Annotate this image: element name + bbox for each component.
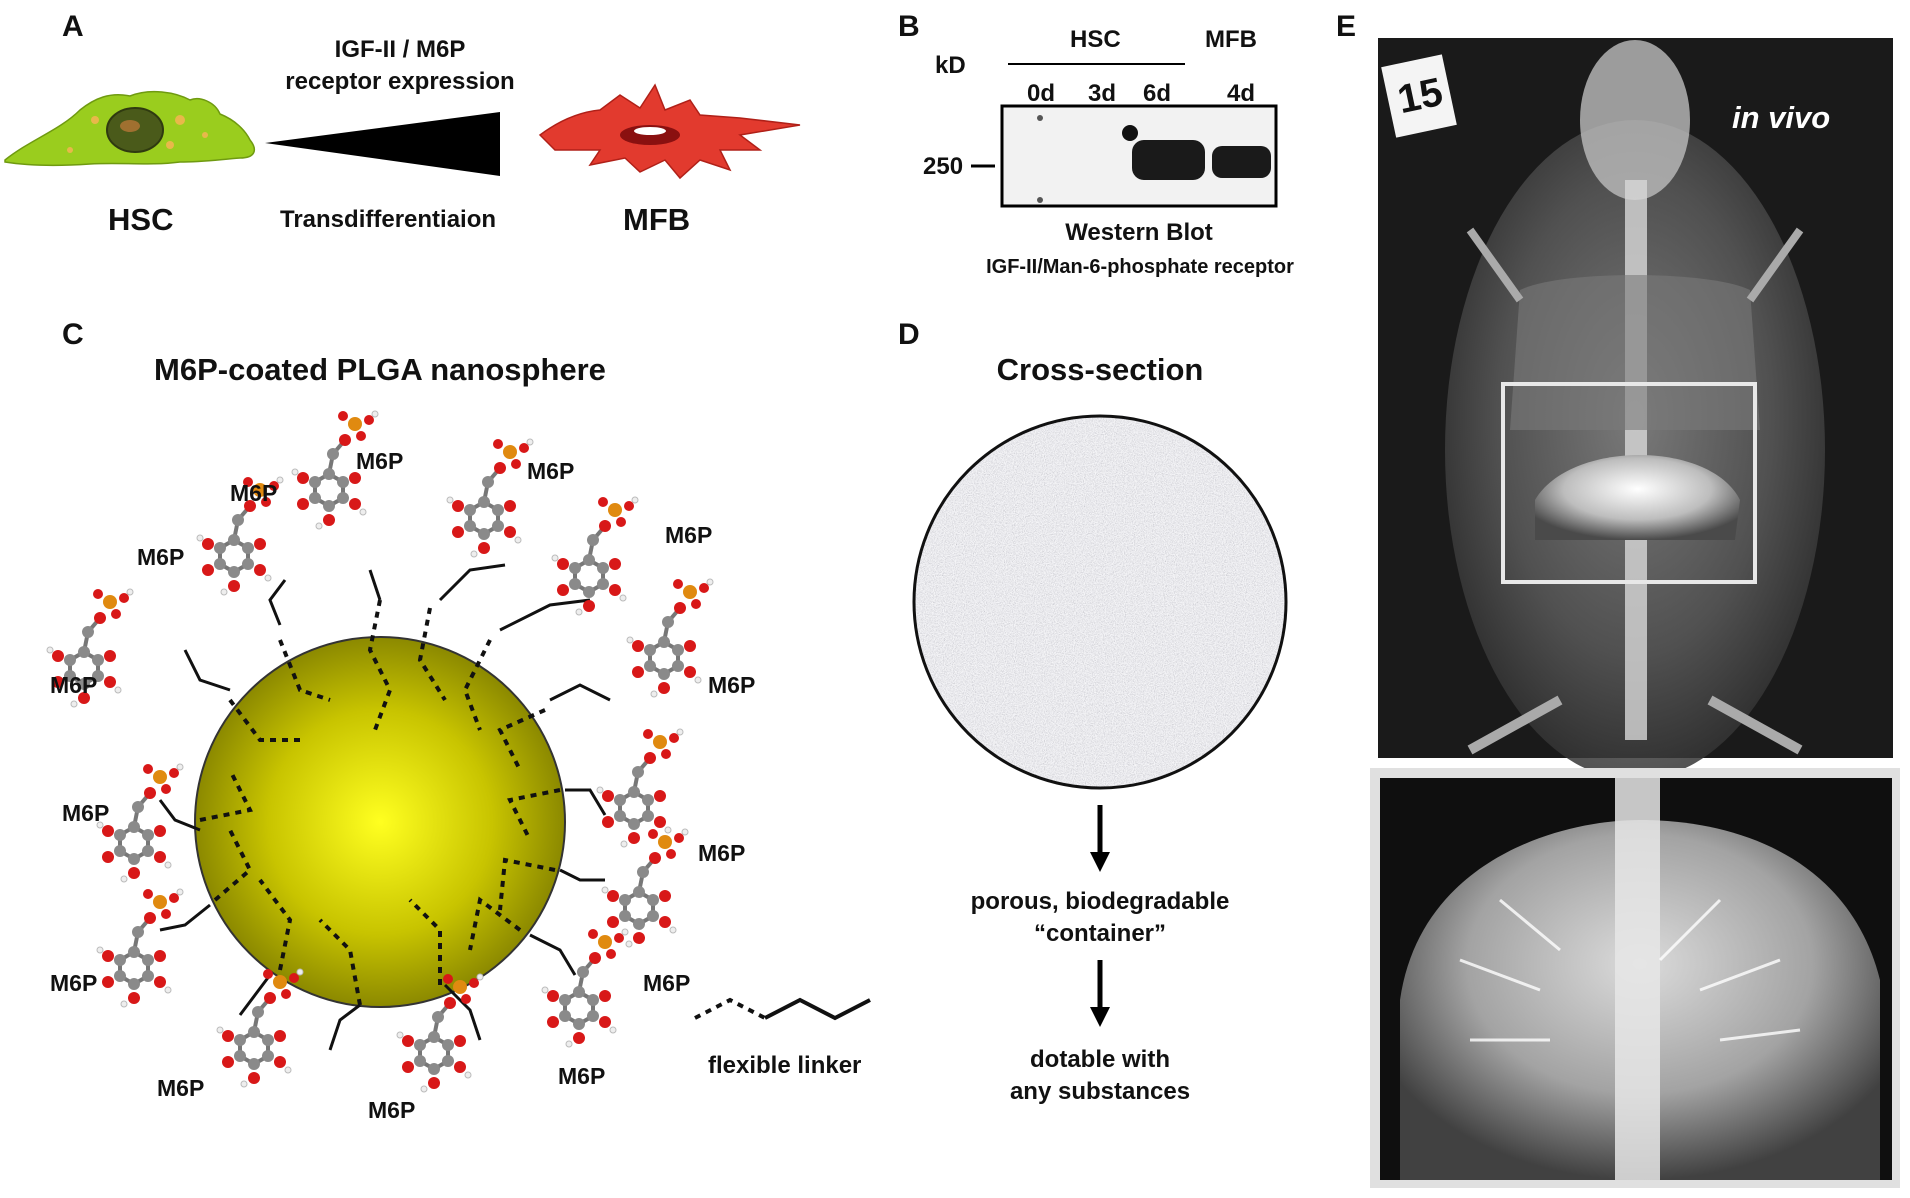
- nanosphere-title: M6P-coated PLGA nanosphere: [154, 352, 606, 387]
- m6p-label: M6P: [698, 840, 746, 866]
- process-label: Transdifferentiaion: [280, 206, 497, 233]
- arrow-label-line1: IGF-II / M6P: [334, 36, 466, 63]
- flow-arrows: [1090, 805, 1110, 1027]
- m6p-label: M6P: [157, 1075, 205, 1101]
- nanosphere: [158, 563, 871, 1051]
- m6p-label: M6P: [62, 800, 110, 826]
- lane-label: 6d: [1143, 80, 1172, 107]
- m6p-label: M6P: [356, 448, 404, 474]
- sample-tag: 15: [1393, 69, 1447, 123]
- lane-label: 4d: [1227, 80, 1256, 107]
- m6p-label: M6P: [368, 1097, 416, 1123]
- m6p-label: M6P: [230, 480, 278, 506]
- m6p-label: M6P: [50, 672, 98, 698]
- western-blot: [971, 63, 1278, 208]
- cell-label-hsc: HSC: [108, 202, 174, 237]
- panel-letter-a: A: [62, 10, 84, 43]
- cross-section-circle: [912, 414, 1288, 790]
- hsc-cell: [4, 90, 256, 167]
- m6p-label: M6P: [558, 1063, 606, 1089]
- step1-line1: porous, biodegradable: [970, 888, 1230, 915]
- cell-label-mfb: MFB: [623, 202, 691, 237]
- mfb-cell: [538, 83, 801, 180]
- marker-250: 250: [923, 153, 964, 180]
- lane-label: 0d: [1027, 80, 1056, 107]
- linker-legend-label: flexible linker: [708, 1052, 862, 1079]
- m6p-label: M6P: [527, 458, 575, 484]
- blot-subcaption: IGF-II/Man-6-phosphate receptor: [986, 256, 1294, 278]
- lane-label: 3d: [1088, 80, 1117, 107]
- kd-label: kD: [935, 52, 966, 79]
- in-vivo-label: in vivo: [1732, 100, 1831, 135]
- xray-liver-zoom: [1370, 768, 1900, 1188]
- m6p-label: M6P: [50, 970, 98, 996]
- panel-letter-e: E: [1336, 10, 1357, 43]
- step1-line2: “container”: [1033, 920, 1167, 947]
- group-label-hsc: HSC: [1070, 26, 1121, 53]
- m6p-label: M6P: [137, 544, 185, 570]
- step2-line1: dotable with: [1030, 1046, 1170, 1073]
- panel-letter-c: C: [62, 318, 84, 351]
- group-label-mfb: MFB: [1205, 26, 1257, 53]
- m6p-label: M6P: [665, 522, 713, 548]
- m6p-label: M6P: [708, 672, 756, 698]
- panel-letter-b: B: [898, 10, 920, 43]
- panel-letter-d: D: [898, 318, 920, 351]
- step2-line2: any substances: [1009, 1078, 1191, 1105]
- arrow-label-line2: receptor expression: [285, 68, 515, 95]
- cross-section-title: Cross-section: [996, 352, 1204, 387]
- expression-wedge: [265, 112, 500, 176]
- xray-whole-body: [1378, 38, 1893, 780]
- m6p-label: M6P: [643, 970, 691, 996]
- blot-caption: Western Blot: [1065, 219, 1213, 246]
